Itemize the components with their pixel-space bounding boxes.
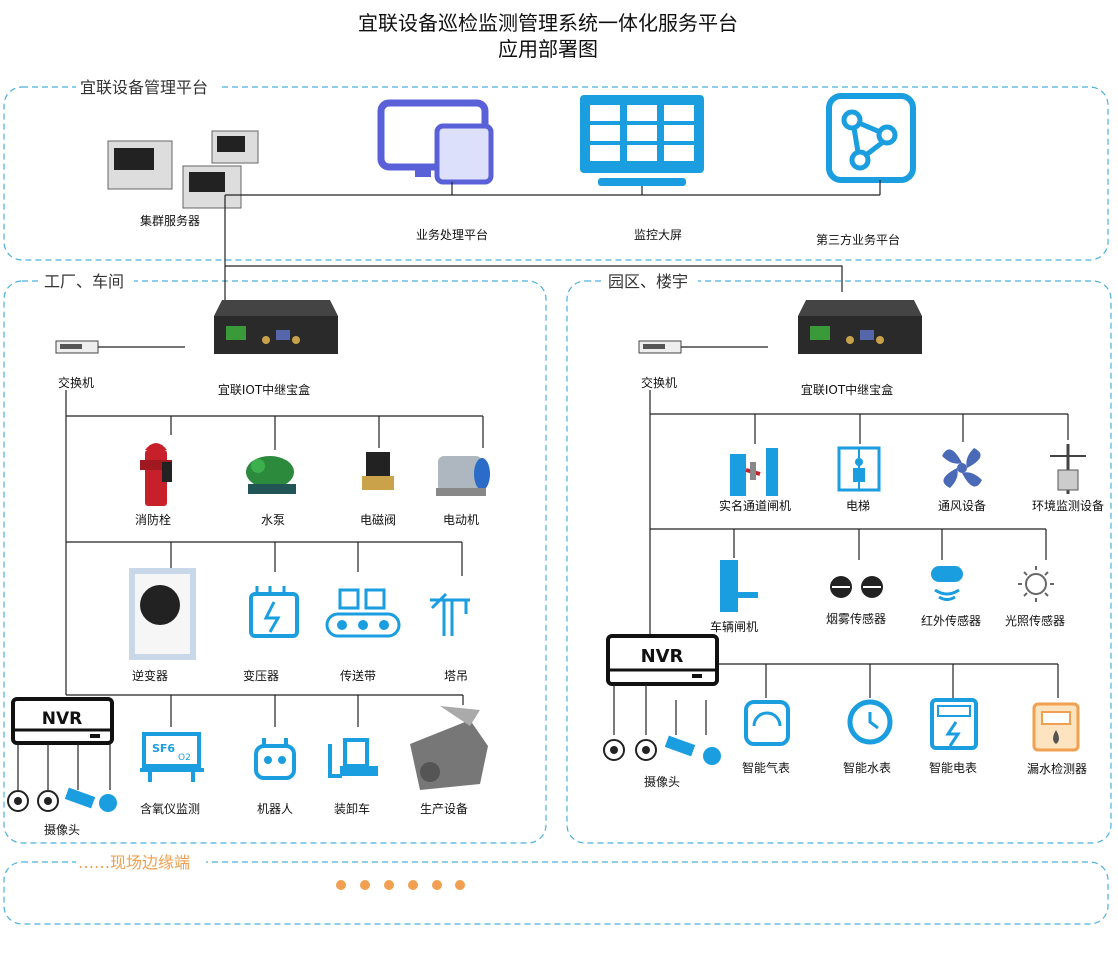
label-production: 生产设备	[420, 802, 468, 816]
light-sensor-icon	[1018, 566, 1054, 602]
monitor-wall-icon	[580, 95, 704, 186]
edge-section-box	[3, 861, 1109, 925]
robot-icon	[254, 738, 296, 780]
park-camera-lines	[613, 684, 707, 735]
smoke-sensor-icon	[830, 576, 883, 598]
camera-icon-park	[603, 735, 721, 765]
label-park-iot: 宜联IOT中继宝盒	[801, 382, 893, 397]
label-leak-detector: 漏水检测器	[1027, 761, 1087, 776]
conveyor-icon	[325, 588, 401, 638]
platform-bus-lines	[224, 180, 881, 300]
label-gas-meter: 智能气表	[742, 760, 790, 775]
label-factory-switch: 交换机	[58, 375, 94, 390]
server-icon	[107, 130, 259, 209]
edge-dots	[336, 880, 465, 890]
gas-meter-icon	[744, 700, 790, 746]
oxygen-meter-icon	[140, 732, 204, 782]
water-pump-icon	[246, 456, 296, 494]
diagram-title: 宜联设备巡检监测管理系统一体化服务平台	[358, 11, 738, 35]
vehicle-gate-icon	[720, 560, 758, 612]
park-section-box	[566, 280, 1112, 844]
label-fan: 通风设备	[938, 499, 986, 513]
water-meter-icon	[847, 699, 893, 745]
fire-hydrant-icon	[140, 443, 172, 506]
label-oxygen: 含氧仪监测	[140, 801, 200, 816]
iot-box-icon-park	[798, 300, 922, 354]
label-cluster-server: 集群服务器	[140, 213, 200, 228]
nvr-label-park: NVR	[641, 646, 684, 667]
iot-box-icon	[214, 300, 338, 354]
fan-icon	[942, 448, 982, 488]
label-factory-iot: 宜联IOT中继宝盒	[218, 382, 310, 397]
label-third-party-platform: 第三方业务平台	[816, 232, 900, 247]
label-valve: 电磁阀	[360, 512, 396, 527]
label-smoke: 烟雾传感器	[826, 611, 886, 626]
nvr-icon	[11, 697, 114, 745]
diagram-subtitle: 应用部署图	[498, 37, 598, 61]
factory-section-box	[3, 280, 547, 844]
label-motor: 电动机	[443, 513, 479, 527]
label-env-monitor: 环境监测设备	[1032, 498, 1104, 513]
infrared-sensor-icon	[931, 566, 963, 601]
label-hydrant: 消防栓	[135, 512, 171, 527]
inverter-icon	[129, 568, 196, 660]
label-pump: 水泵	[261, 513, 285, 527]
electric-motor-icon	[436, 456, 490, 496]
label-transformer: 变压器	[243, 668, 279, 683]
switch-icon	[55, 340, 99, 354]
label-electric-meter: 智能电表	[929, 760, 977, 775]
label-robot: 机器人	[257, 802, 293, 816]
label-infrared: 红外传感器	[921, 613, 981, 628]
tower-crane-icon	[430, 592, 470, 636]
transformer-icon	[249, 586, 299, 638]
share-network-icon	[826, 93, 916, 183]
label-business-platform: 业务处理平台	[416, 227, 488, 242]
label-monitor-screen: 监控大屏	[634, 228, 682, 242]
factory-camera-lines	[17, 743, 111, 790]
label-vehicle-gate: 车辆闸机	[710, 619, 758, 634]
section-label-edge: ……现场边缘端	[78, 853, 190, 872]
electric-meter-icon	[930, 698, 978, 750]
factory-bus-lines	[65, 346, 484, 727]
label-factory-camera: 摄像头	[44, 822, 80, 837]
o2-text: O2	[178, 753, 191, 763]
label-elevator: 电梯	[846, 499, 870, 513]
nvr-label-factory: NVR	[42, 709, 82, 729]
sf6-text: SF6	[152, 742, 175, 755]
section-label-platform: 宜联设备管理平台	[80, 78, 208, 97]
label-light: 光照传感器	[1005, 613, 1065, 628]
solenoid-valve-icon	[362, 452, 394, 490]
leak-detector-icon	[1032, 702, 1080, 752]
forklift-icon	[328, 738, 378, 778]
section-label-park: 园区、楼宇	[608, 272, 688, 291]
label-water-meter: 智能水表	[843, 760, 891, 775]
production-machine-icon	[410, 706, 488, 790]
label-conveyor: 传送带	[340, 668, 376, 683]
park-bus-lines	[649, 346, 1069, 698]
platform-section-box	[3, 86, 1109, 261]
turnstile-icon	[730, 448, 778, 496]
nvr-icon-park	[606, 634, 719, 686]
switch-icon-park	[638, 340, 682, 354]
elevator-icon	[837, 446, 881, 492]
label-crane: 塔吊	[444, 669, 468, 683]
computer-icon	[377, 99, 494, 185]
label-park-switch: 交换机	[641, 375, 677, 390]
label-turnstile: 实名通道闸机	[719, 498, 791, 513]
section-label-factory: 工厂、车间	[44, 272, 124, 291]
label-forklift: 装卸车	[334, 801, 370, 816]
env-monitor-icon	[1050, 444, 1086, 494]
label-inverter: 逆变器	[132, 668, 168, 683]
camera-icon	[7, 787, 117, 812]
label-park-camera: 摄像头	[644, 774, 680, 789]
